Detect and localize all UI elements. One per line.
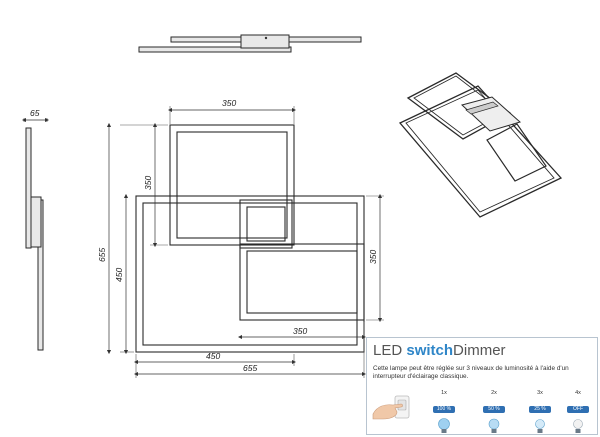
big-height-label: 450 [114,268,124,282]
level-1: 1x 100 % [429,390,459,435]
bulb-low-icon [535,419,545,433]
led-title-switch: switch [406,342,454,359]
inner-width-label: 350 [293,326,307,336]
level-4: 4x OFF [563,390,593,435]
top-height-label: 350 [143,176,153,190]
level-2-count: 2x [491,390,497,396]
level-2-percent: 50 % [483,406,505,413]
total-width-label: 655 [243,363,257,373]
led-title-suffix: Dimmer [453,342,506,359]
led-panel-description: Cette lampe peut être réglée sur 3 nivea… [373,365,569,380]
level-3-count: 3x [537,390,543,396]
hand-switch-icon [372,395,410,420]
bulb-off-icon [573,419,583,433]
level-2: 2x 50 % [479,390,509,435]
level-3-percent: 25 % [529,406,551,413]
led-panel-title: LED switchDimmer [373,342,506,359]
isometric-view [398,72,563,218]
level-3: 3x 25 % [525,390,555,435]
right-height-label: 350 [368,250,378,264]
led-switch-dimmer-panel: LED switchDimmer Cette lampe peut être r… [366,337,598,435]
top-width-label: 350 [222,98,236,108]
big-width-label: 450 [206,351,220,361]
level-1-percent: 100 % [433,406,455,413]
total-height-label: 655 [97,248,107,262]
top-view [138,34,362,53]
level-4-percent: OFF [567,406,589,413]
bulb-medium-icon [488,418,500,433]
side-view: 65 [21,108,50,351]
depth-dimension-label: 65 [30,108,40,118]
level-4-count: 4x [575,390,581,396]
led-title-prefix: LED [373,342,407,359]
front-view: 350 350 450 655 350 350 450 655 [97,98,384,378]
level-1-count: 1x [441,390,447,396]
bulb-bright-icon [438,418,450,433]
